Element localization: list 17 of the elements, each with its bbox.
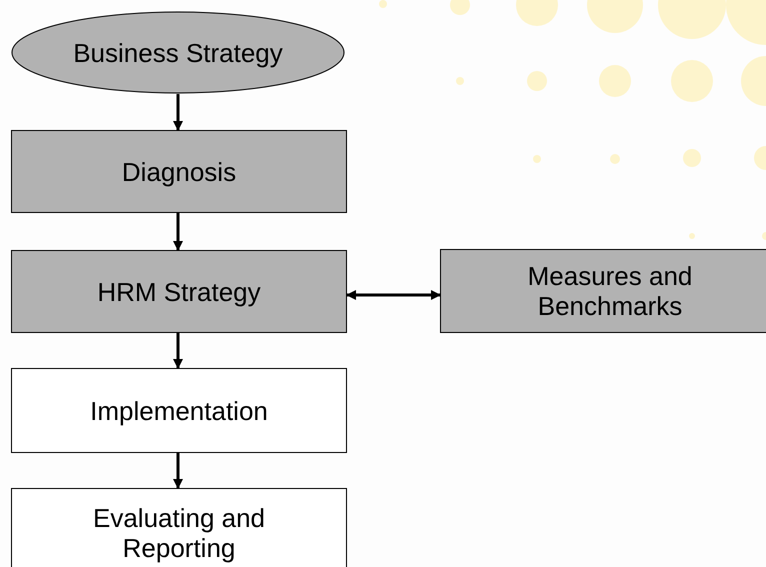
process-box (11, 130, 347, 213)
arrow (173, 333, 183, 369)
process-box (11, 368, 347, 453)
node-label: Business Strategy (72, 38, 284, 68)
arrow (346, 290, 441, 300)
node-label: Measures and Benchmarks (526, 261, 694, 321)
start-ellipse (11, 11, 345, 94)
node-label: Implementation (89, 396, 269, 426)
arrow (173, 94, 183, 131)
node-label: Evaluating and Reporting (92, 503, 266, 563)
node-label: HRM Strategy (96, 276, 262, 306)
arrow (173, 213, 183, 251)
process-box (11, 488, 347, 567)
process-box (440, 249, 766, 333)
arrow (173, 453, 183, 489)
node-label: Diagnosis (120, 156, 238, 186)
process-box (11, 250, 347, 333)
